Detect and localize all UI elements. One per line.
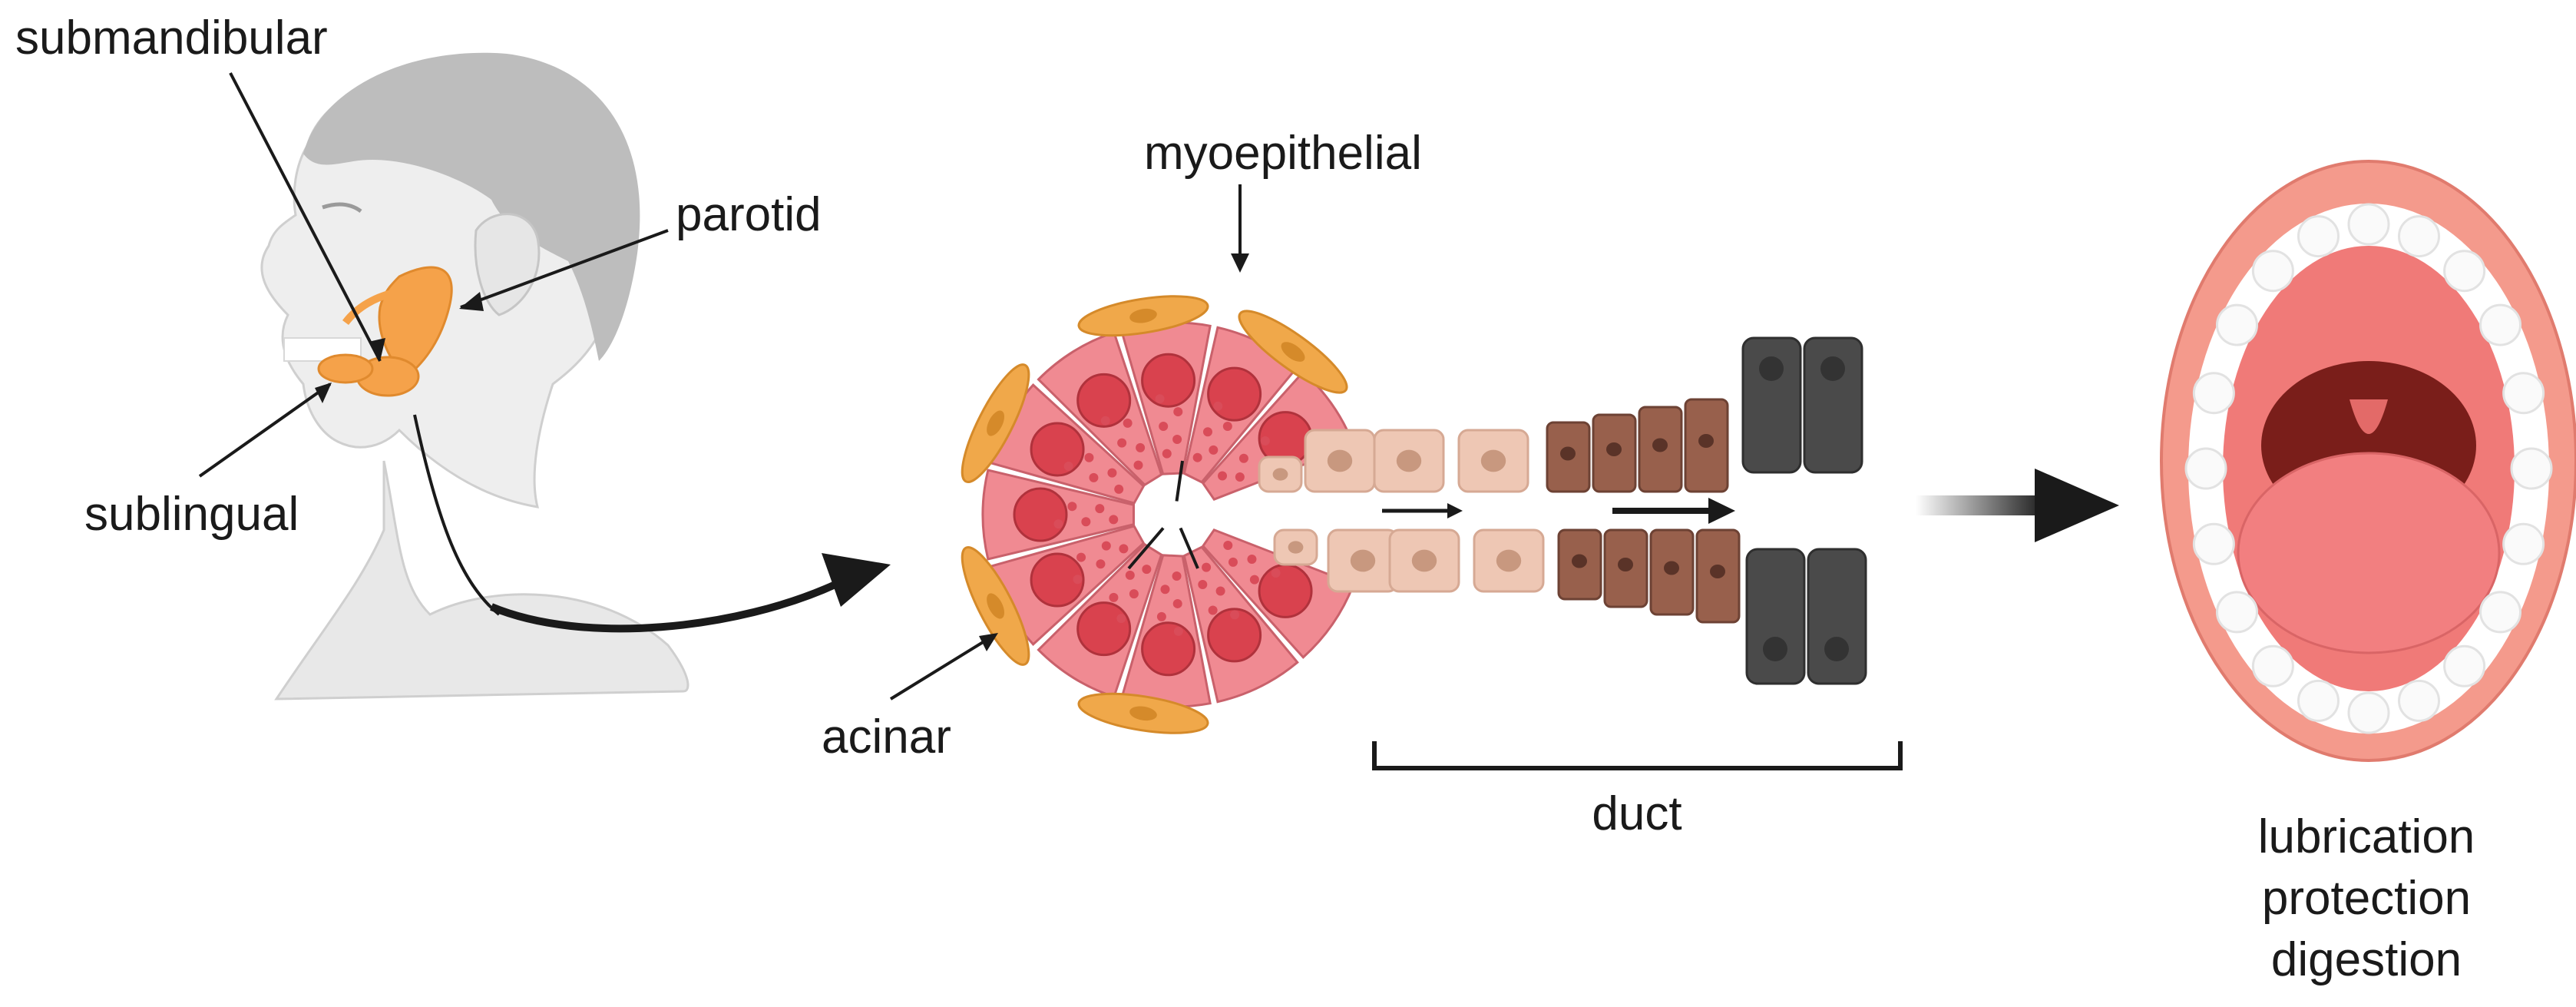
label-parotid: parotid [676, 188, 822, 241]
nucleus [1141, 621, 1196, 677]
tooth [2510, 447, 2553, 490]
tooth [2502, 522, 2545, 565]
duct-cell-dark [1741, 336, 1802, 474]
tooth [2347, 203, 2390, 246]
tooth [2398, 215, 2441, 258]
duct-illustration [1258, 336, 1867, 685]
nucleus [1013, 487, 1068, 542]
nucleus [1030, 422, 1085, 477]
nucleus [1076, 601, 1132, 657]
tooth [2184, 447, 2227, 490]
duct-cell-dark [1807, 548, 1867, 685]
uvula [2349, 399, 2388, 434]
tooth [2502, 372, 2545, 415]
function-lubrication: lubrication [2258, 810, 2475, 863]
tooth [2192, 522, 2235, 565]
label-duct: duct [1592, 787, 1682, 840]
function-protection: protection [2262, 872, 2471, 925]
label-sublingual: sublingual [84, 488, 299, 541]
nucleus [1207, 366, 1262, 422]
arrow-to-mouth [1916, 469, 2119, 542]
function-digestion: digestion [2271, 933, 2462, 986]
nucleus [1207, 608, 1262, 663]
tooth [2297, 679, 2340, 722]
tooth [2192, 372, 2235, 415]
label-submandibular: submandibular [15, 12, 328, 65]
acinus-illustration [961, 295, 1356, 734]
tooth [2479, 591, 2522, 634]
tooth [2479, 303, 2522, 346]
nucleus [1076, 373, 1132, 428]
open-mouth-illustration [2160, 160, 2576, 762]
tooth [2297, 215, 2340, 258]
tongue [2237, 452, 2501, 654]
tooth [2347, 691, 2390, 734]
sublingual-gland [317, 353, 374, 384]
tooth [2215, 591, 2258, 634]
tooth [2251, 644, 2294, 687]
nucleus [1030, 552, 1085, 608]
tooth [2251, 250, 2294, 293]
tooth [2443, 644, 2486, 687]
tooth [2215, 303, 2258, 346]
nucleus [1141, 353, 1196, 408]
label-acinar: acinar [822, 711, 951, 764]
duct-cell-dark [1745, 548, 1806, 685]
label-myoepithelial: myoepithelial [1144, 127, 1422, 180]
duct-cell-dark [1803, 336, 1863, 474]
tooth [2443, 250, 2486, 293]
duct-flow-arrows [1382, 498, 1735, 524]
nucleus [1258, 563, 1313, 618]
curved-arrow [490, 553, 891, 633]
head-illustration [260, 52, 689, 701]
tooth [2398, 679, 2441, 722]
duct-bracket [1372, 741, 1903, 770]
